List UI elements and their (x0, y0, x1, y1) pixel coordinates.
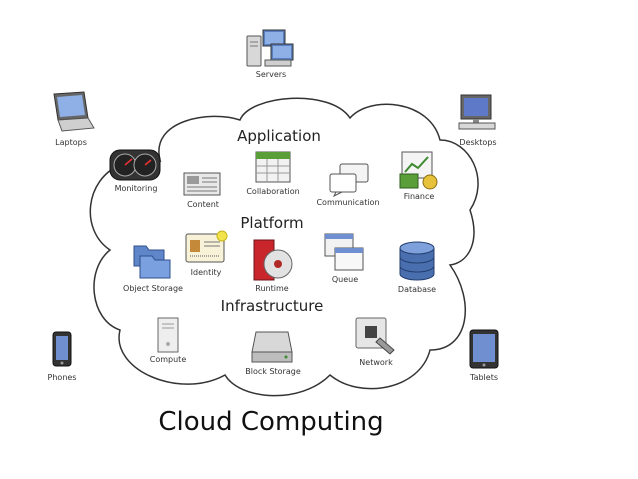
object-storage-label: Object Storage (123, 284, 183, 293)
network-jack-icon (355, 317, 395, 355)
compute-label: Compute (149, 355, 187, 364)
network-label: Network (359, 358, 393, 367)
finance-label: Finance (403, 192, 435, 201)
servers-icon (246, 29, 294, 67)
compute-tower-icon (157, 317, 179, 353)
servers-label: Servers (255, 70, 287, 79)
desktop-icon (458, 94, 496, 130)
laptops-label: Laptops (55, 138, 87, 147)
runtime-disc-icon (253, 239, 293, 281)
identity-label: Identity (190, 268, 222, 277)
desktops-label: Desktops (459, 138, 497, 147)
block-storage-drive-icon (251, 331, 293, 363)
layer-infrastructure: Infrastructure (220, 297, 324, 315)
layer-platform: Platform (240, 214, 304, 232)
layer-application: Application (237, 127, 321, 145)
tablets-label: Tablets (470, 373, 498, 382)
collaboration-calendar-icon (255, 151, 291, 183)
communication-label: Communication (316, 198, 380, 207)
monitoring-gauge-icon (109, 149, 161, 181)
content-label: Content (187, 200, 219, 209)
runtime-label: Runtime (255, 284, 289, 293)
database-cylinder-icon (399, 241, 435, 281)
monitoring-label: Monitoring (114, 184, 158, 193)
database-label: Database (397, 285, 437, 294)
tablet-icon (469, 329, 499, 369)
queue-label: Queue (331, 275, 359, 284)
phones-label: Phones (47, 373, 77, 382)
content-newspaper-icon (183, 172, 221, 196)
block-storage-label: Block Storage (245, 367, 301, 376)
queue-windows-icon (324, 233, 364, 271)
identity-card-icon (185, 230, 228, 263)
finance-chart-icon (399, 151, 438, 190)
communication-chat-icon (329, 163, 369, 198)
phone-icon (52, 331, 72, 367)
object-storage-folder-icon (133, 245, 171, 279)
collaboration-label: Collaboration (246, 187, 300, 196)
diagram-title: Cloud Computing (158, 407, 384, 437)
laptop-icon (53, 91, 95, 132)
